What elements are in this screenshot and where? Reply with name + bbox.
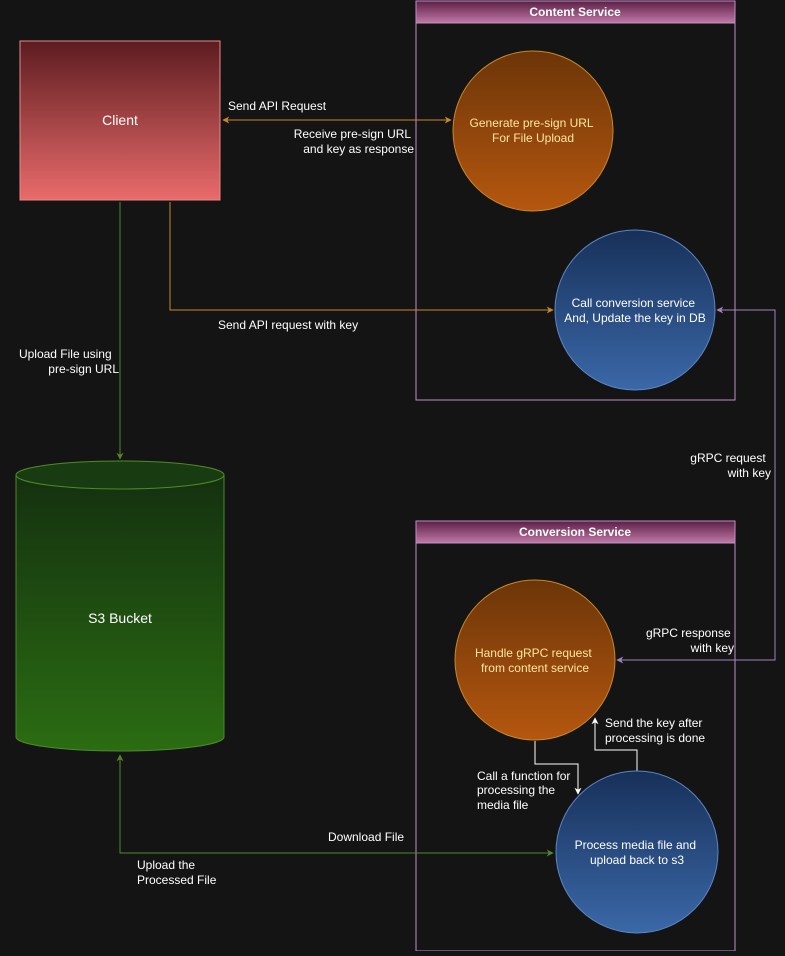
- edge-label-send-api-request: Send API Request: [228, 99, 327, 113]
- edge-label-receive-url: Receive pre-sign URL and key as response: [294, 127, 415, 156]
- content-service-header: [415, 0, 736, 24]
- content-service-container: Content Service: [415, 0, 736, 401]
- process-media-node: Process media file and upload back to s3: [555, 770, 719, 934]
- handle-grpc-node: Handle gRPC request from content service: [454, 579, 616, 741]
- handle-grpc-label: Handle gRPC request from content service: [475, 646, 595, 675]
- edge-client-call-conversion: [169, 202, 554, 314]
- edge-label-grpc-response: gRPC response with key: [646, 626, 734, 655]
- client-node: Client: [19, 40, 221, 201]
- process-media-label: Process media file and upload back to s3: [575, 838, 700, 867]
- generate-url-node: Generate pre-sign URL For File Upload: [452, 50, 614, 212]
- edge-label-upload-processed: Upload the Processed File: [137, 858, 217, 887]
- edge-label-grpc-request: gRPC request with key: [690, 451, 771, 480]
- edge-label-call-function: Call a function for processing the media…: [477, 769, 574, 812]
- s3-bucket-label: S3 Bucket: [88, 610, 152, 626]
- edge-label-send-api-with-key: Send API request with key: [218, 318, 358, 332]
- call-conversion-label: Call conversion service And, Update the …: [564, 296, 705, 325]
- edge-label-upload-file: Upload File using pre-sign URL: [19, 347, 119, 376]
- conversion-service-title: Conversion Service: [519, 525, 631, 539]
- edge-process-to-handle: [591, 717, 638, 771]
- generate-url-label: Generate pre-sign URL For File Upload: [470, 116, 597, 145]
- content-service-title: Content Service: [529, 5, 621, 19]
- call-conversion-node: Call conversion service And, Update the …: [554, 229, 716, 391]
- edge-handle-to-process: [534, 741, 582, 795]
- edge-label-download-file: Download File: [328, 830, 404, 844]
- edge-label-send-key-after: Send the key after processing is done: [605, 716, 706, 745]
- client-label: Client: [102, 112, 138, 128]
- s3-bucket-node: S3 Bucket: [15, 460, 225, 752]
- edge-grpc-request-response: [616, 306, 776, 664]
- edge-s3-process-media: [116, 754, 554, 857]
